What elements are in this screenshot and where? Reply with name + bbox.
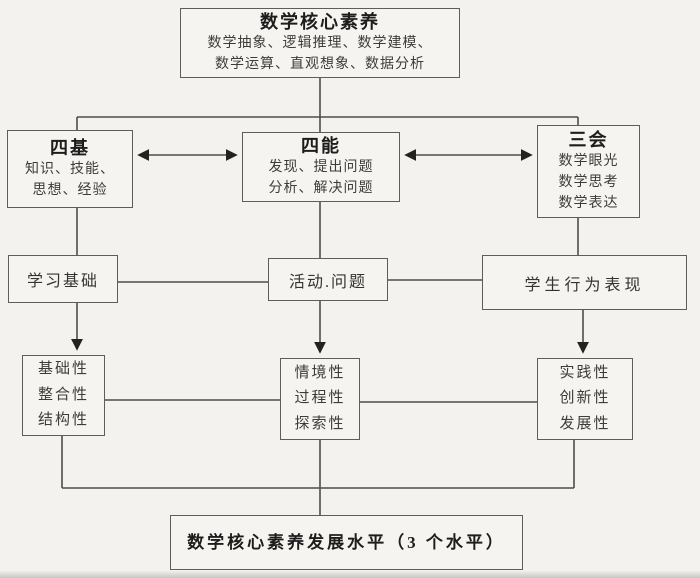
node-label: 学习基础 [26,273,99,290]
node-activity-problem: 活动.问题 [268,258,388,301]
page-bottom-edge [0,571,700,578]
node-text-line: 探索性 [294,415,346,432]
node-title: 四能 [301,135,341,156]
node-student-behavior: 学生行为表现 [482,255,687,310]
node-text-line: 分析、解决问题 [268,181,374,197]
node-text-line: 发现、提出问题 [268,160,374,176]
node-text-line: 发展性 [559,415,611,432]
node-text-line: 数学思考 [558,175,619,191]
node-text-line: 数学表达 [558,196,619,212]
node-text-line: 思想、经验 [32,183,108,199]
node-learning-foundation: 学习基础 [8,255,118,303]
node-situational-attributes: 情境性 过程性 探索性 [280,358,360,440]
node-development-levels: 数学核心素养发展水平（3 个水平） [170,515,523,570]
node-practical-attributes: 实践性 创新性 发展性 [537,358,633,440]
node-text-line: 数学抽象、逻辑推理、数学建模、 [207,36,433,52]
node-foundational-attributes: 基础性 整合性 结构性 [22,355,105,436]
node-core-competency: 数学核心素养 数学抽象、逻辑推理、数学建模、 数学运算、直观想象、数据分析 [180,8,460,78]
node-three-understandings: 三会 数学眼光 数学思考 数学表达 [537,125,640,218]
node-title: 四基 [50,137,90,158]
node-title: 三会 [568,129,609,150]
node-text-line: 基础性 [37,361,89,378]
node-label: 数学核心素养发展水平（3 个水平） [187,532,506,552]
node-text-line: 整合性 [37,386,89,403]
node-label: 活动.问题 [288,273,367,291]
node-text-line: 结构性 [37,412,89,429]
node-label: 学生行为表现 [524,276,645,294]
node-text-line: 情境性 [294,364,346,381]
node-text-line: 数学眼光 [558,154,619,170]
node-four-abilities: 四能 发现、提出问题 分析、解决问题 [242,132,400,202]
node-four-bases: 四基 知识、技能、 思想、经验 [7,130,133,208]
node-text-line: 过程性 [294,390,346,407]
node-text-line: 知识、技能、 [25,162,115,178]
node-text-line: 实践性 [559,364,611,381]
node-text-line: 创新性 [559,390,611,407]
node-title: 数学核心素养 [260,11,380,32]
node-text-line: 数学运算、直观想象、数据分析 [215,57,425,73]
